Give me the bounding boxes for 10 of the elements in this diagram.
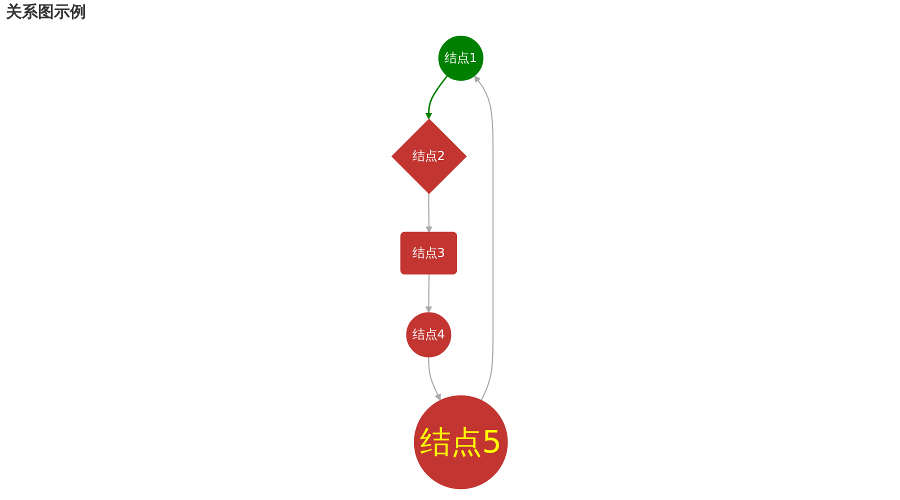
arrow	[426, 75, 448, 120]
arrow	[428, 356, 442, 401]
arrow	[426, 194, 433, 233]
node-circle: 结点1	[438, 36, 484, 81]
node-diamond: 结点2	[392, 118, 468, 194]
node-circle: 结点5	[414, 395, 508, 490]
arrow	[474, 75, 494, 401]
arrow	[426, 274, 432, 313]
node-circle: 结点4	[406, 312, 452, 358]
diagram-title: 关系图示例	[6, 2, 86, 23]
